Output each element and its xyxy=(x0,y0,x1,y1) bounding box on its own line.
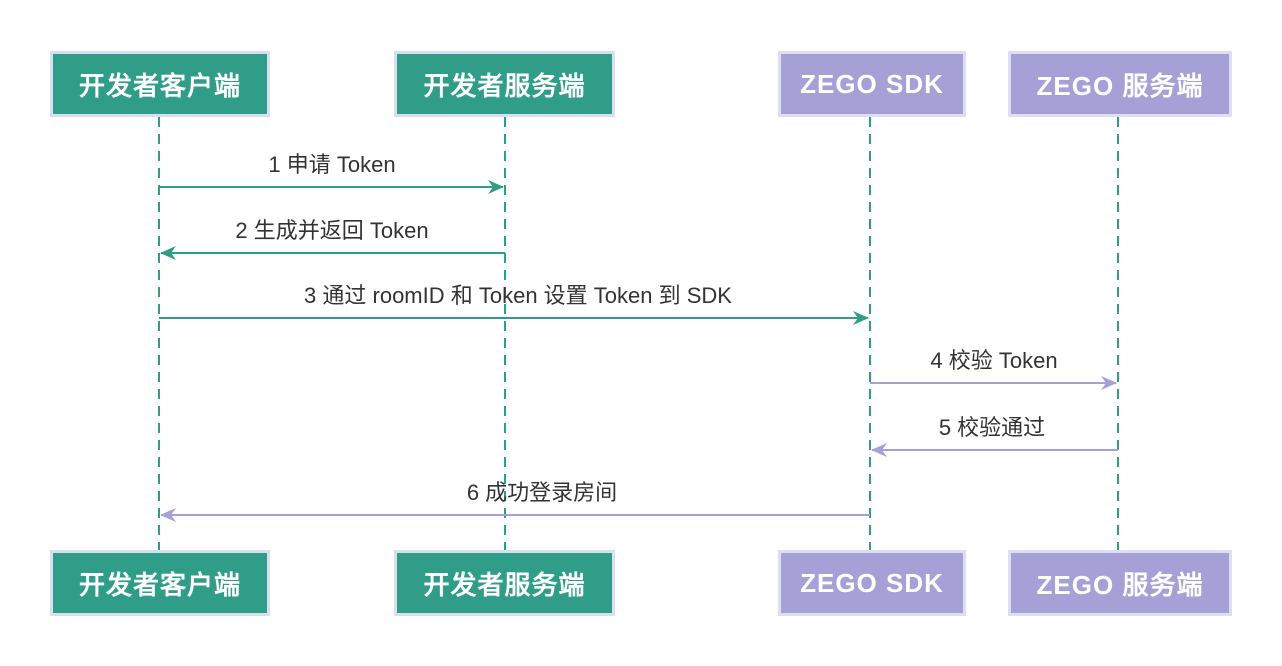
message-label-1: 1 申请 Token xyxy=(268,152,396,177)
participant-bottom-dev-client: 开发者客户端 xyxy=(50,550,270,616)
message-label-5: 5 校验通过 xyxy=(938,415,1046,440)
message-label-3: 3 通过 roomID 和 Token 设置 Token 到 SDK xyxy=(304,283,732,308)
participant-top-zego-server: ZEGO 服务端 xyxy=(1008,51,1232,117)
participant-bottom-zego-sdk: ZEGO SDK xyxy=(778,550,966,616)
participant-top-zego-sdk: ZEGO SDK xyxy=(778,51,966,117)
message-label-6: 6 成功登录房间 xyxy=(466,480,618,505)
message-label-2: 2 生成并返回 Token xyxy=(235,218,429,243)
participant-bottom-dev-server: 开发者服务端 xyxy=(394,550,615,616)
participant-bottom-zego-server: ZEGO 服务端 xyxy=(1008,550,1232,616)
participant-top-dev-server: 开发者服务端 xyxy=(394,51,615,117)
participant-top-dev-client: 开发者客户端 xyxy=(50,51,270,117)
message-label-4: 4 校验 Token xyxy=(930,348,1058,373)
